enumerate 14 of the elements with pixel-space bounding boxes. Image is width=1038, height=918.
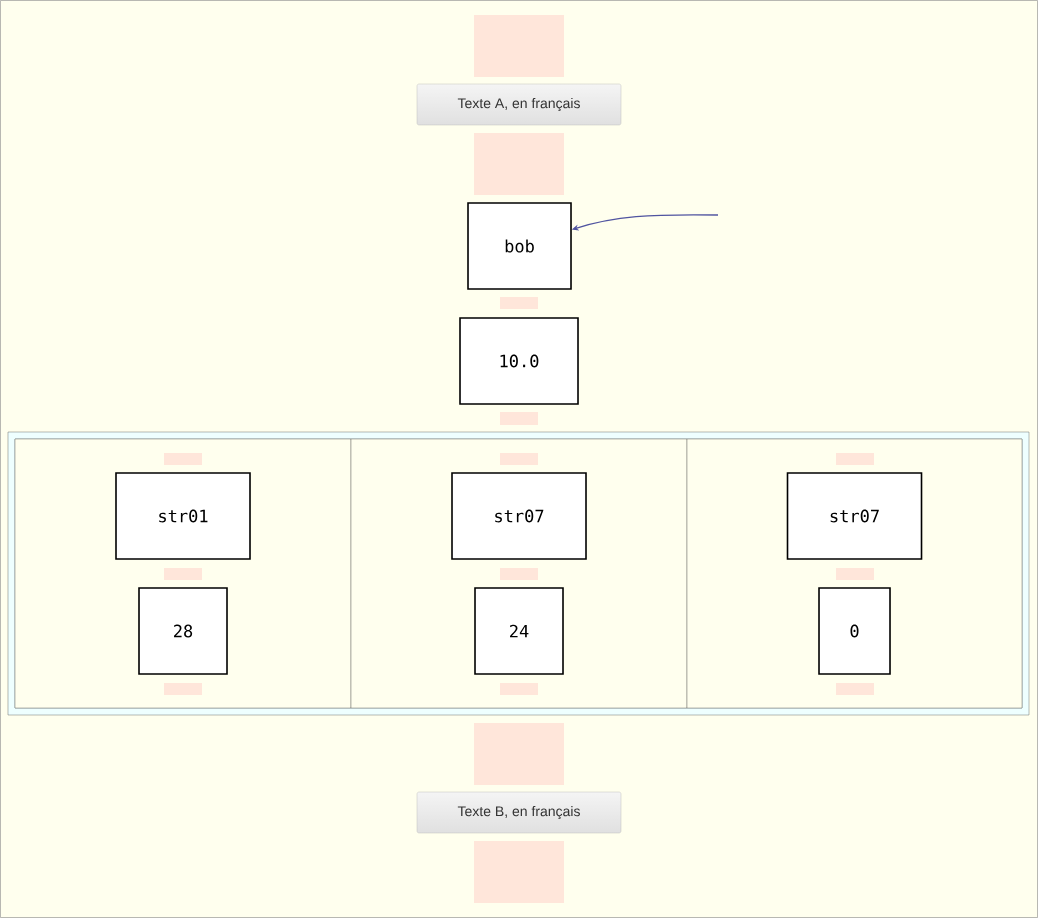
value-box: 24 xyxy=(474,587,564,675)
value-box: 10.0 xyxy=(459,317,579,405)
value-box: str07 xyxy=(786,472,923,560)
button: Texte B, en français xyxy=(416,791,622,834)
value-box: str07 xyxy=(451,472,587,560)
value-box: 28 xyxy=(138,587,228,675)
spacer-bar xyxy=(474,133,564,195)
button: Texte A, en français xyxy=(416,83,622,126)
value-box: 0 xyxy=(818,587,891,675)
spacer-bar xyxy=(474,723,564,785)
value-box: bob xyxy=(467,202,572,290)
spacer-bar xyxy=(474,15,564,77)
value-box: str01 xyxy=(115,472,251,560)
spacer-bar xyxy=(474,841,564,903)
